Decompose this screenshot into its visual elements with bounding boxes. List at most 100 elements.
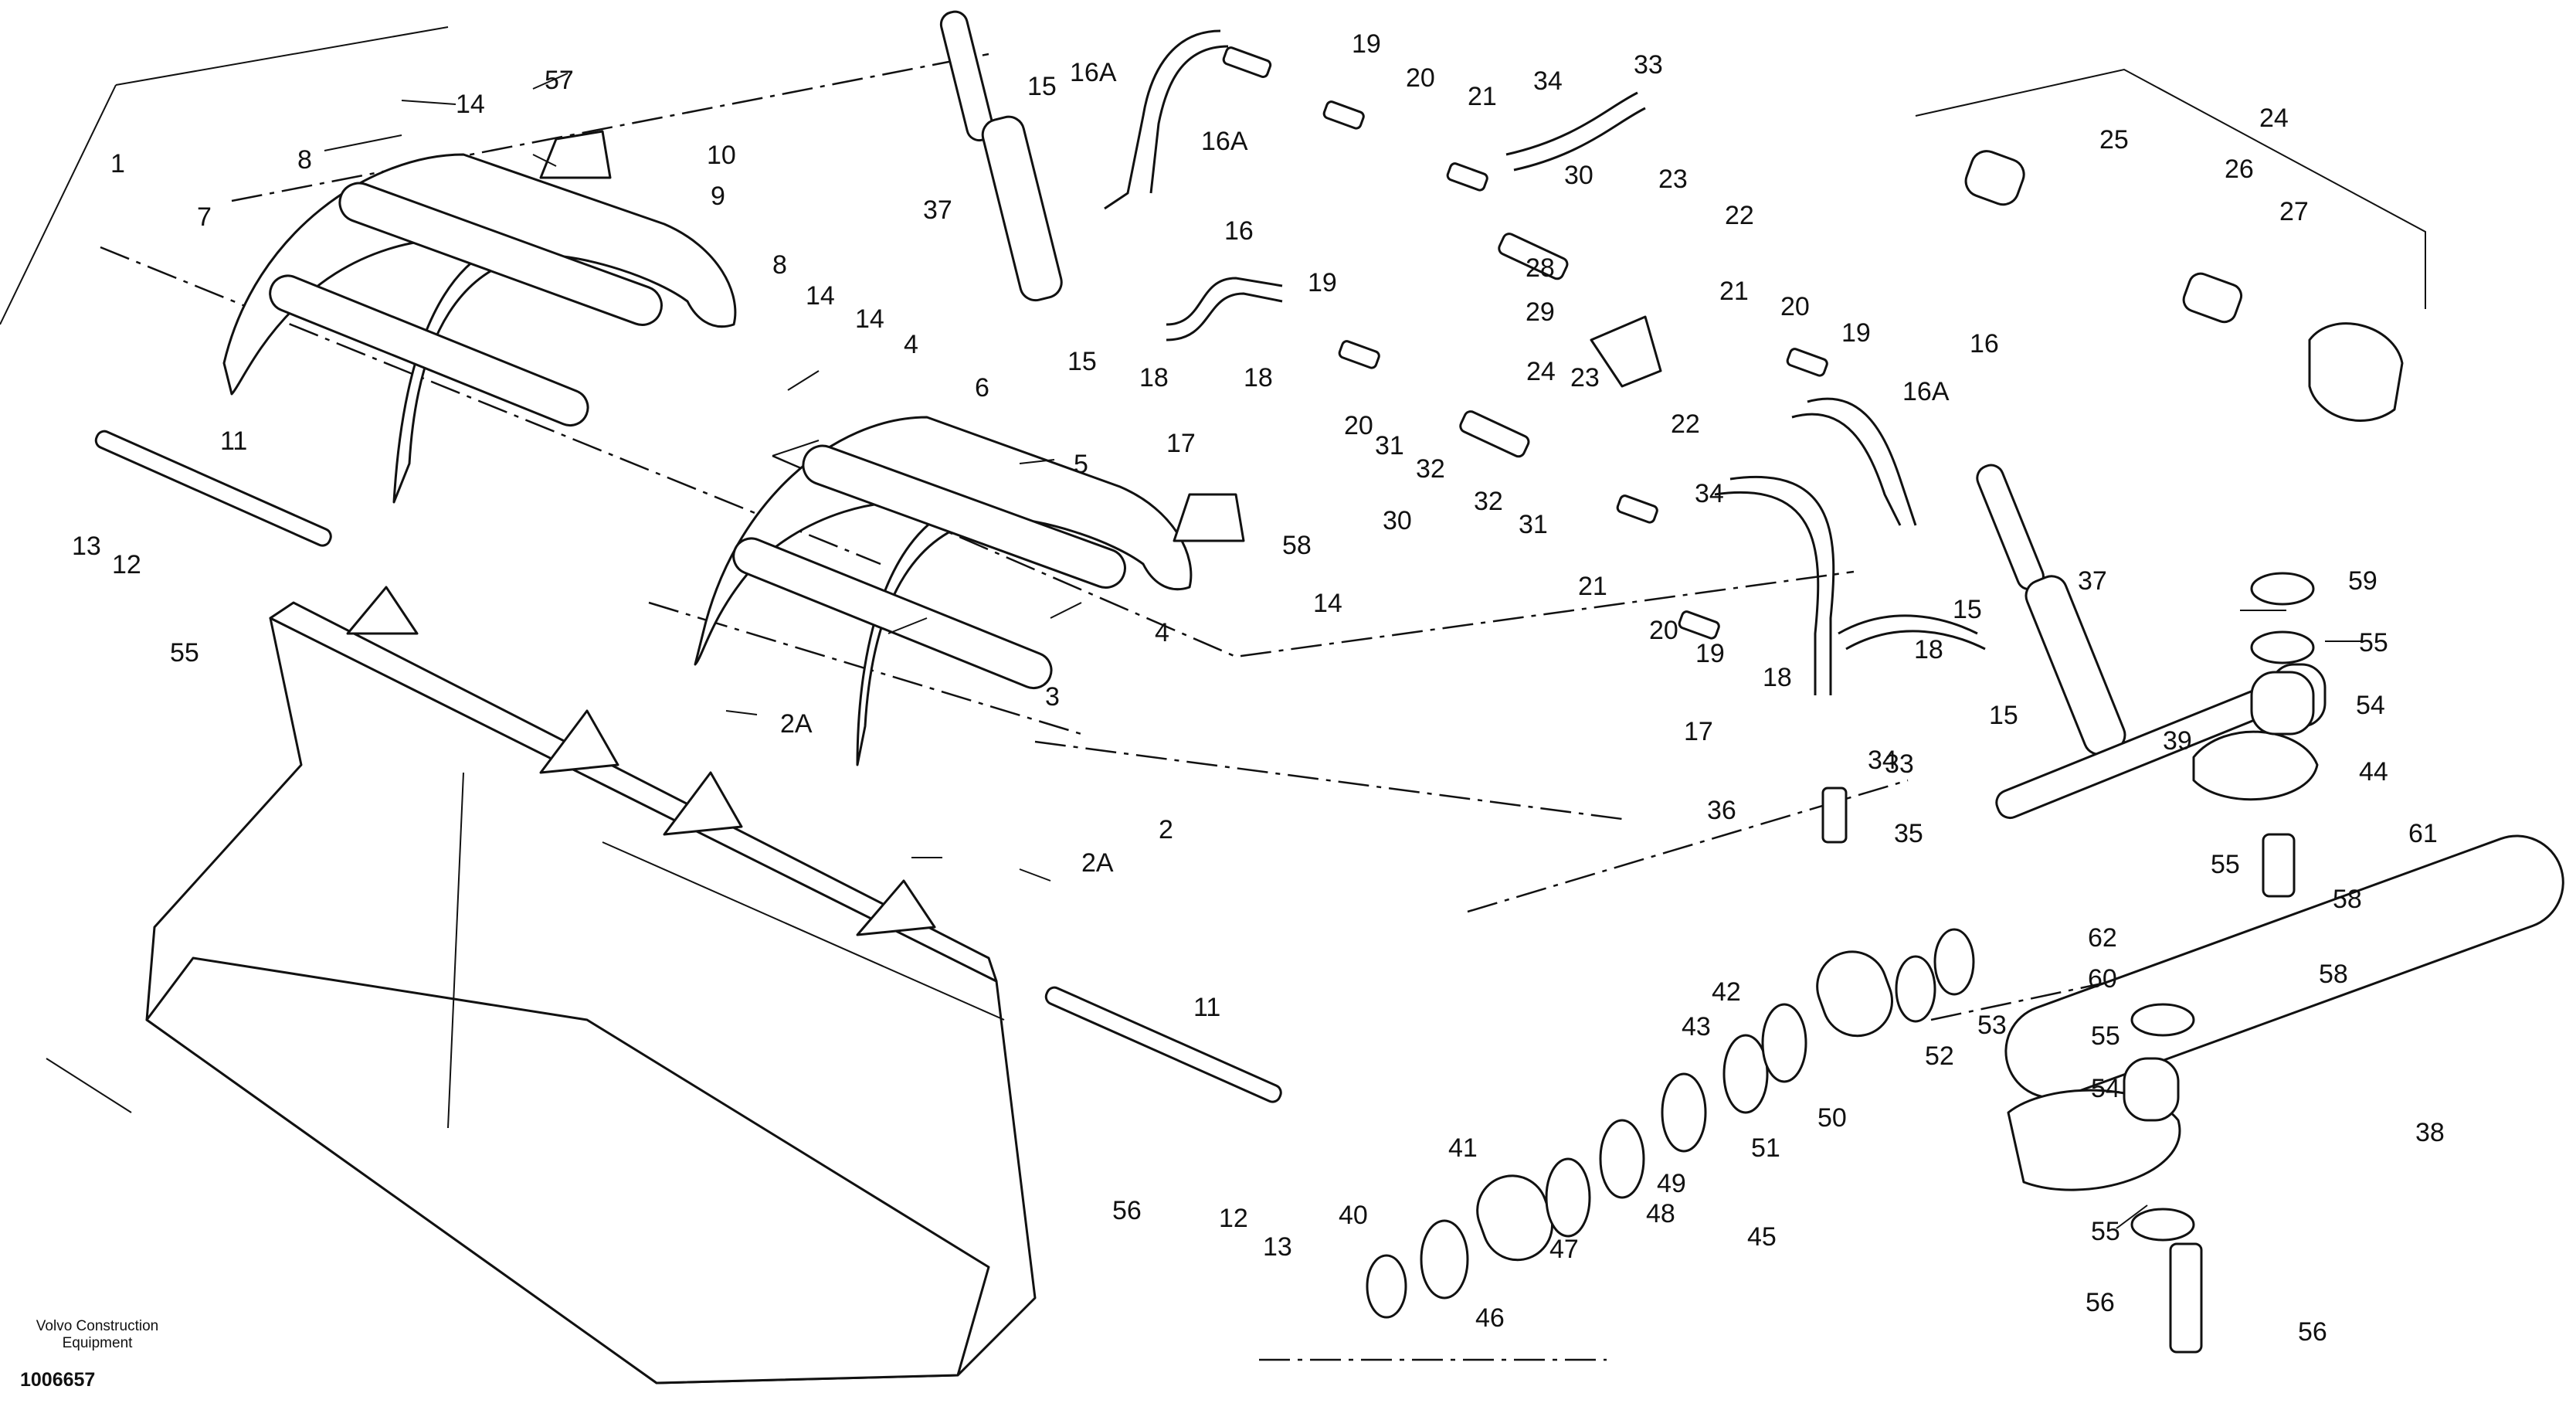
callout-49: 49	[1657, 1169, 1686, 1198]
callout-56: 55	[170, 638, 199, 668]
callout-45: 45	[1747, 1222, 1777, 1252]
callout-47: 47	[1549, 1235, 1579, 1264]
callout-62: 61	[2408, 819, 2438, 848]
callout-21: 21	[1578, 572, 1607, 601]
callout-34: 34	[1868, 746, 1897, 775]
callout-13: 13	[1263, 1232, 1292, 1262]
callout-60: 59	[2348, 566, 2377, 596]
callout-15: 15	[1989, 701, 2018, 730]
callout-33: 33	[1634, 50, 1663, 80]
callout-1: 1	[110, 149, 125, 178]
callout-5: 5	[1074, 450, 1088, 479]
callout-12: 12	[1219, 1204, 1248, 1233]
lower-cylinder-assembly	[1995, 663, 2564, 1354]
manufacturer-caption-line-1: Volvo Construction	[36, 1318, 158, 1334]
callout-51: 51	[1751, 1133, 1780, 1163]
callout-17: 17	[1166, 429, 1196, 458]
callout-32: 32	[1416, 454, 1445, 484]
callout-13: 13	[72, 532, 101, 561]
callout-9: 9	[711, 182, 725, 211]
callout-58: 57	[545, 66, 574, 95]
callout-58: 58	[2333, 885, 2362, 914]
callout-21: 21	[1719, 277, 1749, 306]
callout-19: 19	[1841, 318, 1871, 348]
part-callouts: 1 2 2A 2A 3 4 4 5 6 7 8 8 9 10 11 11 12 …	[72, 29, 2445, 1347]
callout-62: 62	[2088, 923, 2117, 953]
callout-3: 3	[1045, 682, 1060, 712]
document-caption: Volvo Construction Equipment 1006657	[20, 1318, 158, 1391]
callout-34: 34	[1695, 479, 1724, 508]
callout-15: 15	[1027, 72, 1057, 101]
manufacturer-caption-line-2: Equipment	[63, 1335, 134, 1351]
column-seals	[2130, 572, 2315, 1242]
callout-41: 41	[1448, 1133, 1478, 1163]
callout-22: 22	[1725, 201, 1754, 230]
callout-14: 14	[456, 90, 485, 119]
callout-17: 17	[1684, 717, 1713, 746]
callout-50: 50	[1817, 1103, 1847, 1133]
callout-16a: 16A	[1902, 377, 1950, 406]
callout-15: 15	[1953, 595, 1982, 624]
callout-16a: 16A	[1201, 127, 1248, 156]
callout-11: 11	[1193, 993, 1220, 1022]
grapple-arm-upper	[222, 130, 737, 504]
grapple-arm-middle	[694, 416, 1245, 766]
callout-25: 25	[2099, 125, 2129, 155]
callout-16a: 16A	[1070, 58, 1117, 87]
pins	[94, 430, 1282, 1103]
callout-26: 26	[2225, 155, 2254, 184]
callout-16: 16	[1970, 329, 1999, 358]
callout-39: 39	[2163, 726, 2192, 756]
callout-44: 44	[2359, 757, 2388, 787]
callout-2: 2	[1159, 815, 1173, 844]
callout-8: 8	[772, 250, 787, 280]
callout-23: 23	[1570, 363, 1600, 392]
callout-35: 35	[1894, 819, 1923, 848]
callout-55: 55	[2091, 1217, 2120, 1246]
callout-42: 42	[1712, 977, 1741, 1007]
callout-37: 37	[923, 195, 952, 225]
callout-14: 14	[1313, 589, 1342, 618]
callout-20: 20	[1406, 63, 1435, 93]
callout-8: 8	[297, 145, 312, 175]
callout-38: 38	[2415, 1118, 2445, 1147]
callout-24: 24	[1526, 357, 1556, 386]
callout-19: 19	[1695, 639, 1725, 668]
callout-24: 24	[2259, 104, 2289, 133]
callout-14: 14	[855, 304, 884, 334]
callout-30: 30	[1383, 506, 1412, 535]
callout-6: 6	[975, 373, 989, 403]
document-number: 1006657	[20, 1369, 95, 1391]
bucket-assembly	[145, 586, 1037, 1385]
callout-57: 56	[2298, 1317, 2327, 1347]
callout-55: 55	[2091, 1021, 2120, 1051]
callout-2a: 2A	[1081, 848, 1114, 878]
callout-40: 40	[1339, 1201, 1368, 1230]
callout-27: 27	[2279, 197, 2309, 226]
callout-18: 18	[1244, 363, 1273, 392]
hydraulic-hoses	[1104, 29, 1986, 695]
callout-29: 29	[1526, 297, 1555, 327]
callout-54: 54	[2091, 1074, 2120, 1103]
callout-12: 12	[112, 550, 141, 579]
callout-4: 4	[904, 330, 918, 359]
callout-56: 56	[2086, 1288, 2115, 1317]
callout-4: 4	[1155, 618, 1169, 647]
callout-33: 33	[1885, 749, 1914, 779]
callout-21: 21	[1468, 82, 1497, 111]
callout-36: 36	[1707, 796, 1736, 825]
callout-52: 52	[1925, 1041, 1954, 1071]
callout-15: 15	[1067, 347, 1097, 376]
callout-48: 48	[1646, 1199, 1675, 1228]
callout-43: 43	[1682, 1012, 1711, 1041]
callout-31: 31	[1375, 431, 1404, 460]
callout-54: 54	[2356, 691, 2385, 720]
callout-20: 20	[1344, 411, 1373, 440]
callout-20: 20	[1649, 616, 1678, 645]
callout-19: 19	[1352, 29, 1381, 59]
callout-37: 37	[2078, 566, 2107, 596]
callout-30: 30	[1564, 161, 1593, 190]
callout-14: 14	[806, 281, 835, 311]
callout-32: 32	[1474, 487, 1503, 516]
